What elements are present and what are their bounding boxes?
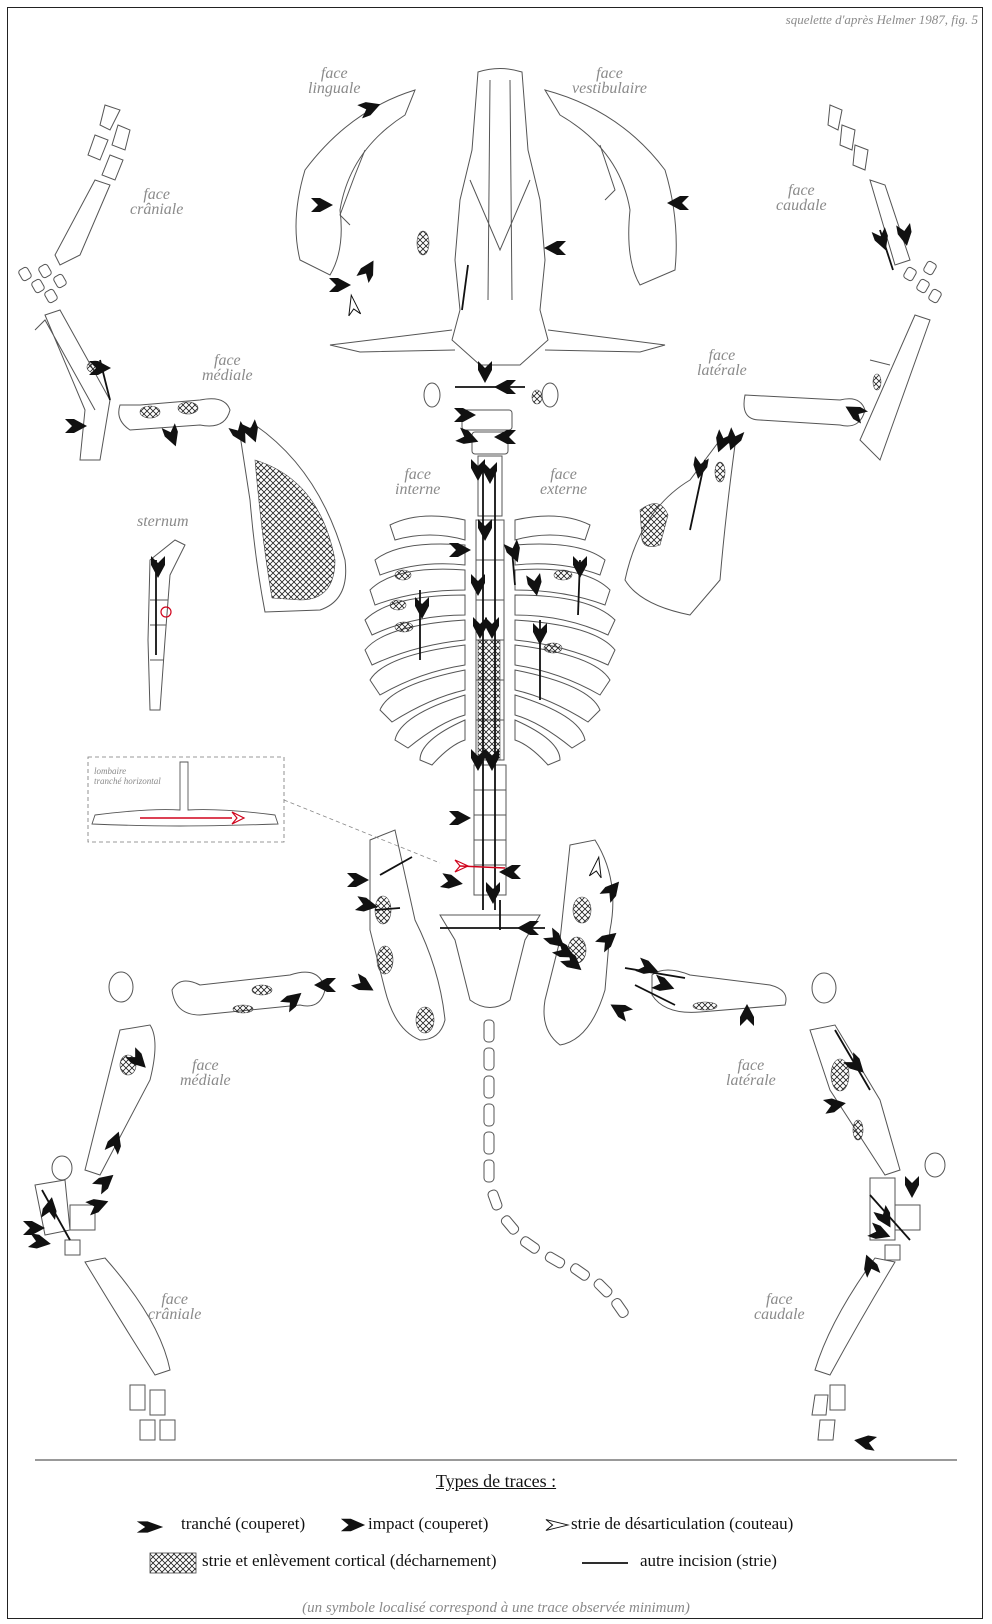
legend-impact: impact (couperet) [368,1514,488,1534]
legend-incision: autre incision (strie) [640,1551,777,1571]
tibia-medial [85,1025,155,1175]
legend-note: (un symbole localisé correspond à une tr… [0,1600,992,1617]
skull-horn-left [330,330,455,352]
metacarpal-caudal [870,180,910,265]
mandible-vestibular [545,90,676,285]
metatarsal-caudal [815,1258,895,1375]
legend-strie-desarticulation: strie de désarticulation (couteau) [571,1514,793,1534]
ribs-external [515,516,615,765]
tail-vertebrae [484,1020,630,1319]
source-credit: squelette d'après Helmer 1987, fig. 5 [786,12,978,28]
innominate-medial [370,830,445,1040]
metacarpal-cranial [55,180,110,265]
mandible-lingual [296,90,415,275]
radius-ulna-medial [35,310,110,460]
skull [452,69,548,366]
legend-title: Types de traces : [0,1471,992,1492]
carpals-front-left [18,263,68,303]
label-sternum: sternum [137,514,189,529]
legend-tranche: tranché (couperet) [181,1514,305,1534]
radius-ulna-lateral [860,315,930,460]
legend-decharnement: strie et enlèvement cortical (décharneme… [202,1551,497,1571]
skull-horn-right [545,330,665,352]
ribs-internal [365,516,465,765]
humerus-lateral [744,395,865,426]
carpals-front-right [903,260,943,303]
